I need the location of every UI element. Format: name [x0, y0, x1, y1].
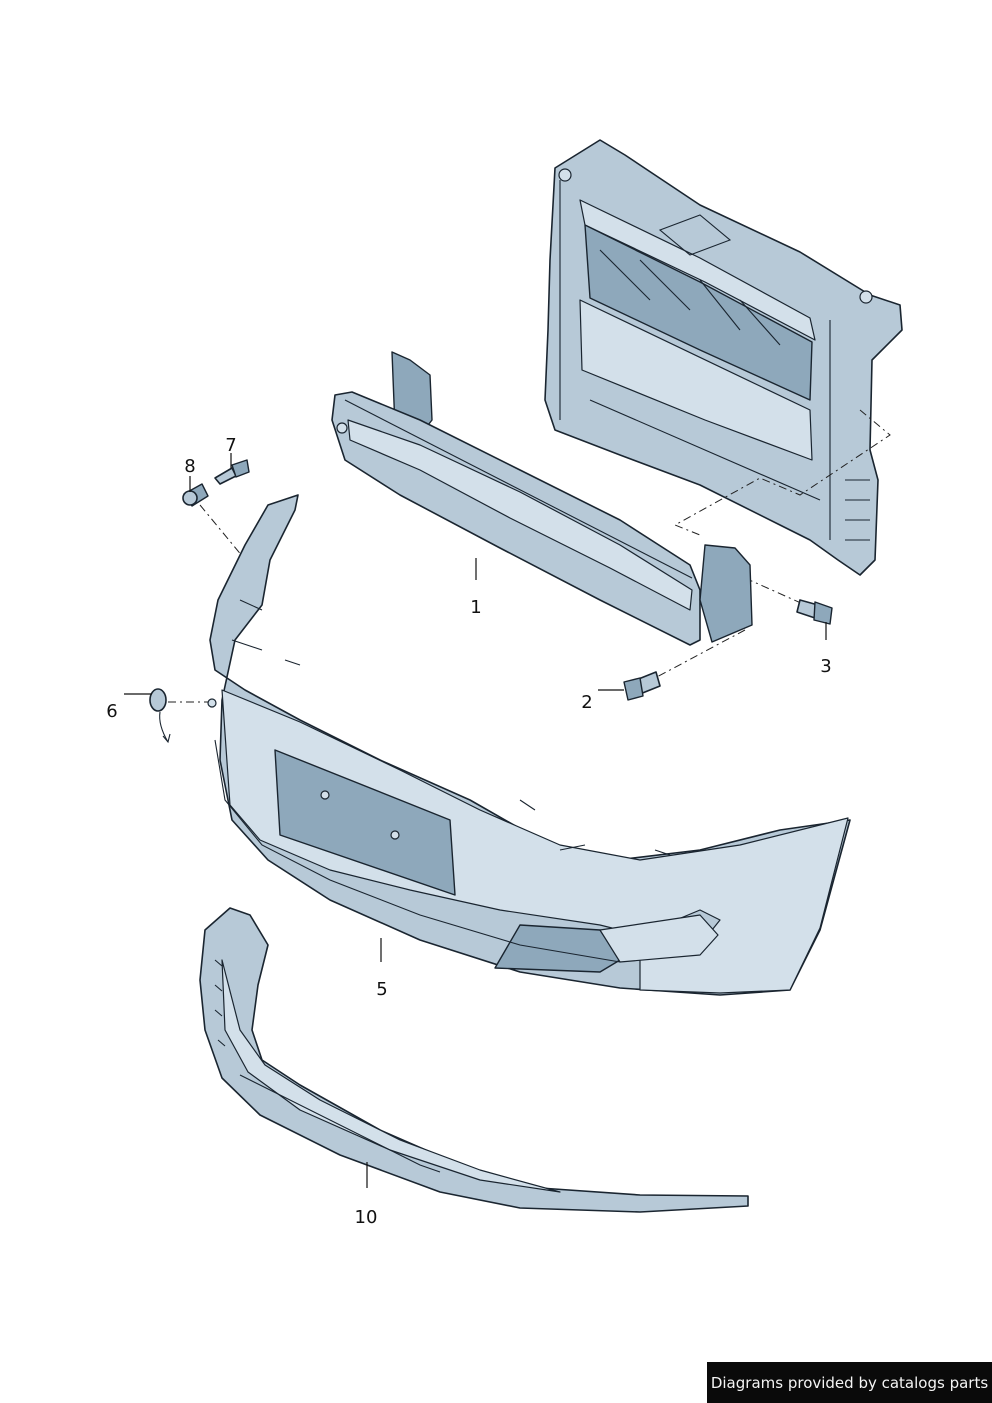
lock-carrier-frame — [544, 139, 903, 576]
clip-8 — [182, 483, 209, 507]
callout-10: 10 — [355, 1207, 378, 1228]
callout-8: 8 — [184, 456, 195, 477]
credit-banner: Diagrams provided by catalogs parts — [707, 1362, 992, 1403]
assembly-line-clip-8 — [199, 504, 263, 581]
lower-spoiler-10 — [199, 907, 749, 1213]
assembly-line-bolt-2 — [654, 629, 746, 679]
callout-6: 6 — [106, 701, 117, 722]
callout-7: 7 — [225, 435, 236, 456]
bumper-cover-5 — [207, 494, 851, 996]
bumper-reinforcement-beam — [331, 351, 753, 646]
callout-5: 5 — [376, 979, 387, 1000]
bolt-3 — [796, 599, 833, 625]
screw-7 — [214, 459, 250, 485]
assembly-line-frame — [673, 409, 891, 536]
callout-3: 3 — [820, 656, 831, 677]
bolt-2 — [623, 671, 661, 701]
callout-1: 1 — [470, 597, 481, 618]
tow-eye-cap-6 — [149, 688, 171, 744]
callout-2: 2 — [581, 692, 592, 713]
